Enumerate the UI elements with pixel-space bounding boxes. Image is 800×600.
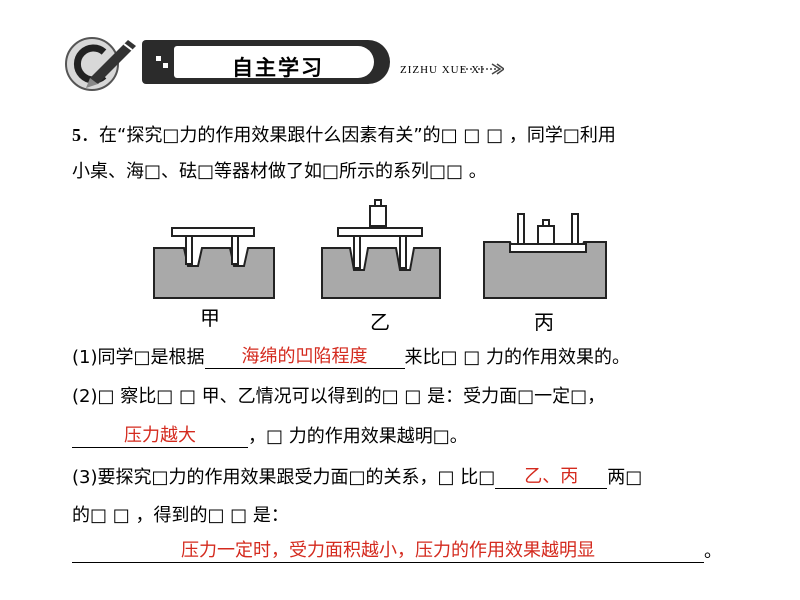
sub3-end: 。 <box>704 541 722 562</box>
banner-title-box: 自主学习 <box>142 40 390 84</box>
sub1-prefix: (1)同学□是根据 <box>72 347 205 368</box>
setup-yi <box>321 199 441 299</box>
experiment-figure: 甲 乙 丙 <box>150 190 620 340</box>
pen-logo-icon <box>65 37 136 91</box>
figure-label-bing: 丙 <box>534 312 554 334</box>
sub1-suffix: 来比□ □ 力的作用效果的。 <box>404 347 630 368</box>
sub-question-3-line1: (3)要探究□力的作用效果跟受力面□的关系，□ 比□乙、丙两□ <box>72 466 642 489</box>
sub2-answer-blank: 压力越大 <box>72 425 248 448</box>
experiment-diagram <box>153 199 607 299</box>
question-stem-text1: 在“探究□力的作用效果跟什么因素有关”的□ □ □ ，同学□利用 <box>99 125 616 146</box>
sub3-suffix: 两□ <box>607 467 643 488</box>
dotted-arrow-icon <box>462 63 504 75</box>
figure-label-yi: 乙 <box>370 312 390 334</box>
banner-dots-icon <box>156 56 168 68</box>
sub-question-3-line2: 的□ □ ，得到的□ □ 是： <box>72 505 289 526</box>
question-separator: ． <box>81 125 99 146</box>
sub-question-1: (1)同学□是根据海绵的凹陷程度来比□ □ 力的作用效果的。 <box>72 346 630 369</box>
sub3-answer2-blank: 压力一定时，受力面积越小，压力的作用效果越明显 <box>72 540 704 563</box>
figure-label-jia: 甲 <box>200 308 220 330</box>
question-number: 5 <box>72 125 81 145</box>
sub2-suffix: ，□ 力的作用效果越明□。 <box>248 426 468 447</box>
question-stem-line1: 5．在“探究□力的作用效果跟什么因素有关”的□ □ □ ，同学□利用 <box>72 124 616 147</box>
section-pinyin: ZIZHU XUE XI <box>400 64 485 76</box>
setup-bing <box>483 213 607 299</box>
setup-jia <box>153 227 275 299</box>
sub1-answer-blank: 海绵的凹陷程度 <box>204 346 405 369</box>
question-stem-line2: 小桌、海□、砝□等器材做了如□所示的系列□□ 。 <box>72 161 487 182</box>
section-title: 自主学习 <box>232 56 324 80</box>
sub-question-2-line2: 压力越大，□ 力的作用效果越明□。 <box>72 425 468 448</box>
sub3-prefix: (3)要探究□力的作用效果跟受力面□的关系，□ 比□ <box>72 467 496 488</box>
sub-question-2-line1: (2)□ 察比□ □ 甲、乙情况可以得到的□ □ 是：受力面□一定□， <box>72 386 606 407</box>
sub-question-3-line3: 压力一定时，受力面积越小，压力的作用效果越明显。 <box>72 540 722 563</box>
section-banner: 自主学习 ZIZHU XUE XI <box>60 28 520 98</box>
sub3-answer1-blank: 乙、丙 <box>495 466 608 489</box>
banner-title-inner: 自主学习 <box>174 46 374 80</box>
